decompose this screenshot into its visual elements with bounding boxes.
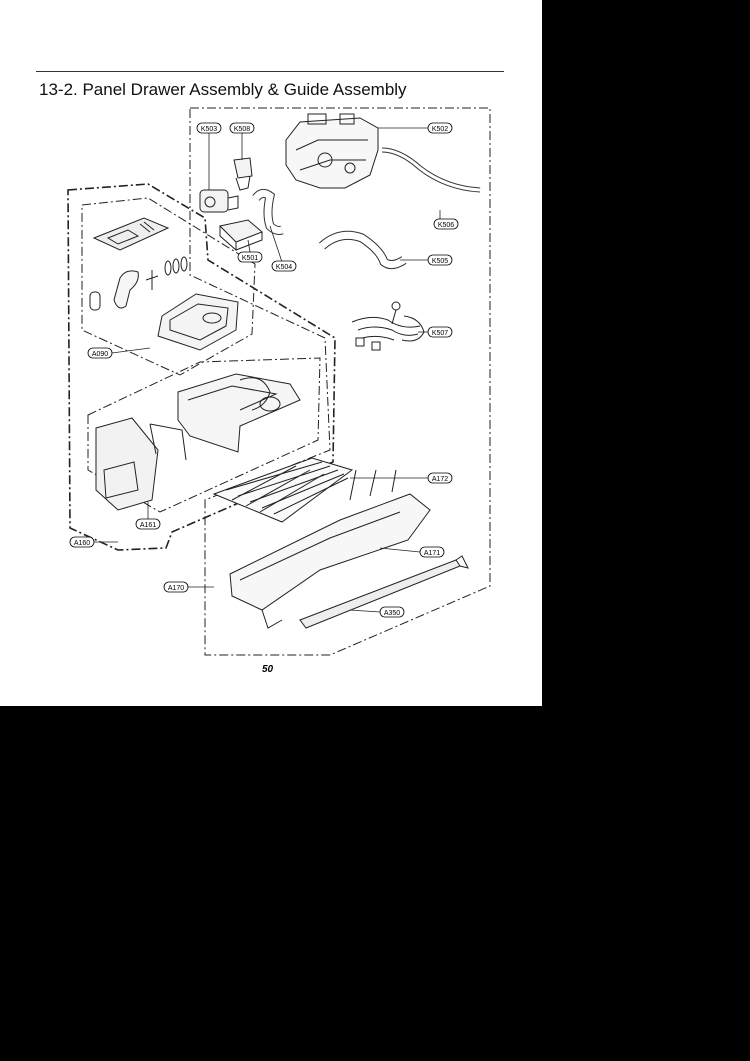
part-a171-frame — [229, 469, 431, 629]
label-k508: K508 — [229, 122, 255, 134]
boundary-a160 — [67, 183, 336, 551]
exploded-parts-diagram: K503 K508 K502 K506 K501 K504 K505 K507 … — [67, 107, 491, 656]
leader-lines — [94, 127, 441, 613]
svg-text:K503: K503 — [201, 126, 217, 133]
label-a171: A171 — [419, 546, 445, 558]
part-a161-panel — [95, 417, 187, 511]
header-rule — [36, 71, 504, 72]
svg-text:A160: A160 — [74, 540, 90, 547]
svg-text:K501: K501 — [242, 255, 258, 262]
svg-text:A161: A161 — [140, 522, 156, 529]
part-a090-cover — [92, 217, 170, 251]
label-a350: A350 — [379, 606, 405, 618]
part-a161-housing — [177, 373, 301, 453]
label-k506: K506 — [433, 218, 459, 230]
boundary-k-group — [189, 107, 491, 656]
label-k503: K503 — [196, 122, 222, 134]
svg-text:A090: A090 — [92, 351, 108, 358]
section-title: 13-2. Panel Drawer Assembly & Guide Asse… — [39, 80, 407, 99]
part-k503 — [199, 189, 239, 213]
boundary-a161 — [87, 357, 321, 513]
label-k507: K507 — [427, 326, 453, 338]
label-a172: A172 — [427, 472, 453, 484]
svg-text:A170: A170 — [168, 585, 184, 592]
label-k502: K502 — [427, 122, 453, 134]
svg-text:A171: A171 — [424, 550, 440, 557]
manual-page: 13-2. Panel Drawer Assembly & Guide Asse… — [0, 0, 542, 706]
part-k501 — [218, 219, 263, 252]
label-k504: K504 — [271, 260, 297, 272]
label-a160: A160 — [69, 536, 95, 548]
part-a172-grill — [212, 457, 354, 523]
svg-text:K505: K505 — [432, 258, 448, 265]
label-a161: A161 — [135, 518, 161, 530]
part-k508 — [233, 157, 253, 191]
svg-text:K504: K504 — [276, 264, 292, 271]
svg-text:A350: A350 — [384, 610, 400, 617]
part-a350-rail — [299, 555, 469, 629]
svg-text:K507: K507 — [432, 330, 448, 337]
part-k502 — [285, 113, 379, 189]
part-k507 — [351, 301, 425, 351]
part-a090-parts — [89, 256, 188, 311]
label-a090: A090 — [87, 347, 113, 359]
part-a090-tray — [157, 293, 239, 351]
boundary-a090 — [81, 197, 256, 376]
svg-text:K502: K502 — [432, 126, 448, 133]
part-k506 — [381, 147, 481, 193]
label-k501: K501 — [237, 251, 263, 263]
label-k505: K505 — [427, 254, 453, 266]
svg-text:A172: A172 — [432, 476, 448, 483]
svg-text:K506: K506 — [438, 222, 454, 229]
page-number: 50 — [262, 664, 274, 675]
svg-text:K508: K508 — [234, 126, 250, 133]
label-a170: A170 — [163, 581, 189, 593]
